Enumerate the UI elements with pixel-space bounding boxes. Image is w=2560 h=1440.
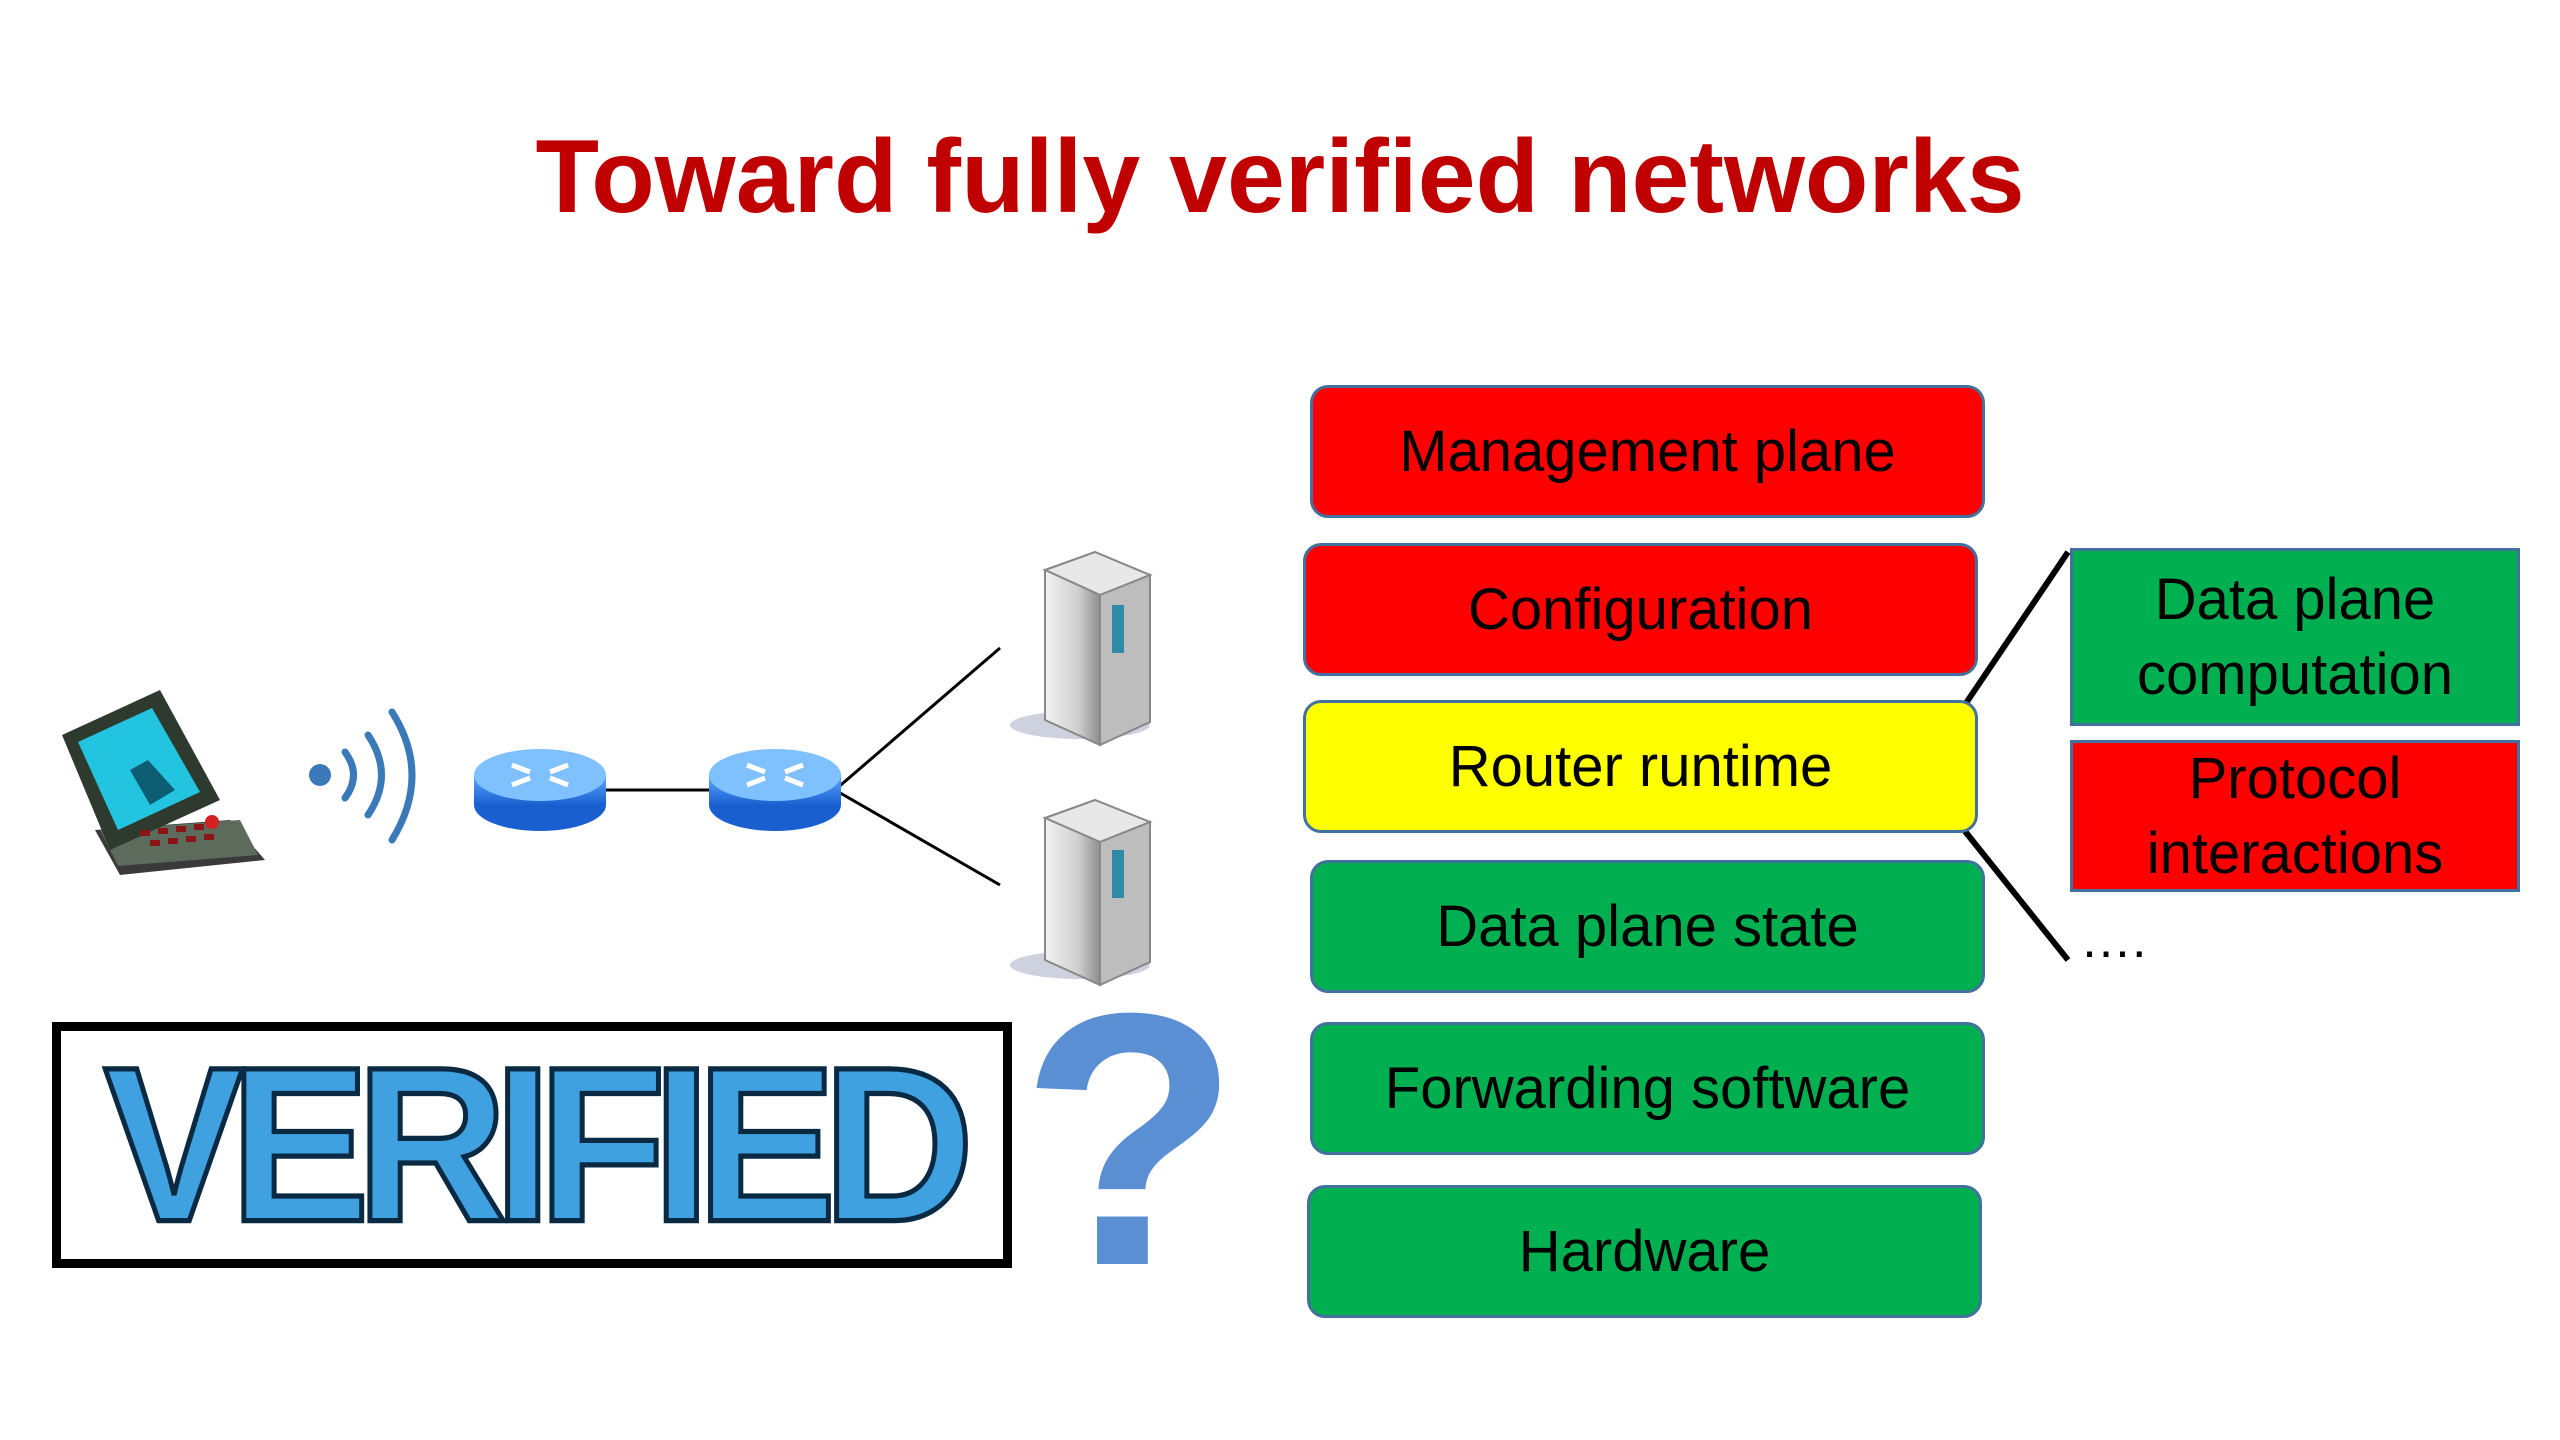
verified-badge: VERIFIED xyxy=(101,1018,976,1270)
layer-router-runtime: Router runtime xyxy=(1303,700,1978,833)
router-icon xyxy=(709,749,841,831)
network-links xyxy=(605,646,1001,887)
slide-title: Toward fully verified networks xyxy=(535,119,2025,235)
server-icon xyxy=(1010,550,1153,747)
verified-badge-frame xyxy=(52,1022,1012,1268)
layer-configuration: Configuration xyxy=(1303,543,1978,676)
wireless-signal-icon xyxy=(309,708,416,844)
layer-label: Data plane state xyxy=(1436,893,1859,959)
laptop-icon xyxy=(62,690,265,875)
layer-management-plane: Management plane xyxy=(1310,385,1985,518)
more-details-ellipsis: …. xyxy=(2080,911,2147,969)
server-icon xyxy=(1010,798,1153,987)
router-icon xyxy=(474,749,606,831)
detail-label: Data plane computation xyxy=(2137,566,2453,707)
network-diagram xyxy=(62,550,1153,987)
layer-data-plane-state: Data plane state xyxy=(1310,860,1985,993)
layer-label: Management plane xyxy=(1399,418,1896,484)
question-mark: ? xyxy=(1020,939,1240,1341)
layer-label: Router runtime xyxy=(1448,733,1833,799)
detail-data-plane-computation: Data plane computation xyxy=(2070,548,2520,726)
layer-label: Forwarding software xyxy=(1384,1055,1911,1121)
layer-hardware: Hardware xyxy=(1307,1185,1982,1318)
layer-forwarding-software: Forwarding software xyxy=(1310,1022,1985,1155)
layer-label: Hardware xyxy=(1518,1218,1771,1284)
layer-label: Configuration xyxy=(1468,576,1813,642)
detail-label: Protocol interactions xyxy=(2146,745,2444,886)
detail-protocol-interactions: Protocol interactions xyxy=(2070,740,2520,892)
